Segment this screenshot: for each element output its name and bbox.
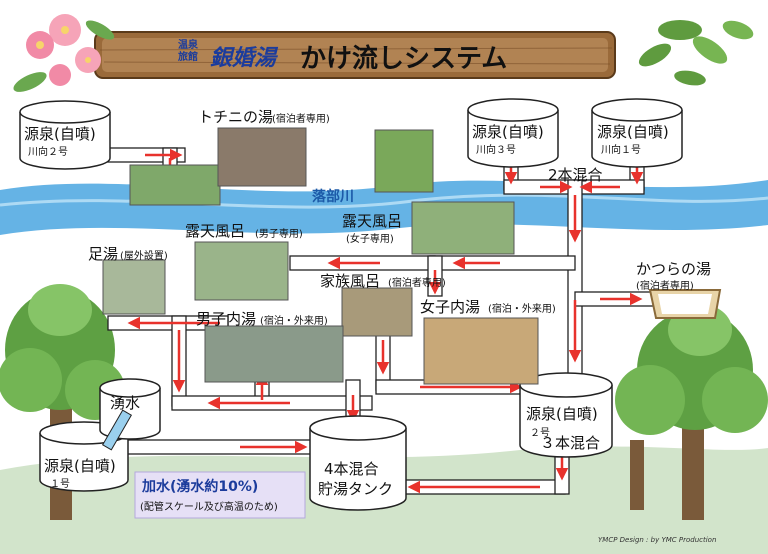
- label-ashiyu: 足湯: [88, 245, 119, 263]
- title-small-bottom: 旅館: [178, 52, 198, 63]
- tank-storage-line2: 貯湯タンク: [318, 480, 394, 498]
- label-family-note: (宿泊者専用): [388, 278, 446, 289]
- photo-roten-women: [411, 201, 515, 255]
- label-water-add: 加水(湧水約10%): [142, 479, 259, 495]
- tank-kawamuki1-name: 源泉(自噴): [597, 123, 669, 141]
- flow-arrows: [127, 148, 644, 494]
- photo-men-inner: [204, 325, 344, 383]
- tank-gensen2-sub: ２号: [530, 428, 550, 439]
- label-ashiyu-note: (屋外設置): [120, 251, 168, 262]
- label-men-inner-note: (宿泊・外来用): [260, 316, 328, 327]
- label-mix2: 2本混合: [548, 166, 603, 184]
- tank-kawamuki3-name: 源泉(自噴): [472, 123, 544, 141]
- tank-gensen2-name: 源泉(自噴): [526, 405, 598, 423]
- tank-kawamuki1: [591, 98, 683, 168]
- tank-kawamuki1-sub: 川向１号: [601, 145, 641, 156]
- credit-text: YMCP Design : by YMC Production: [598, 536, 717, 544]
- tank-storage: [309, 415, 407, 511]
- label-water-add-note: (配管スケール及び高温のため): [140, 502, 278, 513]
- title-banner: [94, 31, 616, 79]
- photos: [102, 127, 539, 385]
- title-main: かけ流しシステム: [300, 44, 508, 74]
- tank-gensen1-name: 源泉(自噴): [44, 457, 116, 475]
- label-tochini: トチニの湯: [198, 108, 274, 126]
- label-roten-men: 露天風呂: [185, 222, 246, 240]
- tank-gensen2: [519, 372, 613, 458]
- label-family: 家族風呂: [320, 272, 381, 290]
- label-roten-women-note: (女子専用): [346, 234, 394, 245]
- plant-decoration: [638, 20, 754, 86]
- tanks: [19, 98, 683, 511]
- photo-ashiyu: [102, 259, 166, 315]
- label-katsura: かつらの湯: [636, 260, 712, 278]
- title-brand: 銀婚湯: [210, 46, 277, 71]
- tank-spring-name: 湧水: [110, 394, 141, 412]
- tank-storage-line1: 4本混合: [324, 460, 379, 478]
- label-women-inner-note: (宿泊・外来用): [488, 304, 556, 315]
- photo-women-inner: [423, 317, 539, 385]
- label-men-inner: 男子内湯: [196, 310, 257, 328]
- label-tochini-note: (宿泊者専用): [272, 114, 330, 125]
- tree-right: [615, 304, 768, 520]
- label-women-inner: 女子内湯: [420, 298, 481, 316]
- photo-roten-men: [194, 241, 289, 301]
- tank-kawamuki2-sub: 川向２号: [28, 147, 68, 158]
- label-roten-women: 露天風呂: [342, 212, 403, 230]
- katsura-bath: [648, 289, 722, 319]
- spring-pipe: [101, 409, 133, 451]
- tank-kawamuki3: [467, 98, 559, 168]
- tank-gensen1-sub: １号: [50, 479, 70, 490]
- label-roten-men-note: (男子専用): [255, 229, 303, 240]
- photo-riverside: [374, 129, 434, 193]
- tank-gensen2-mix: ３本混合: [540, 434, 601, 452]
- photo-tochini-2: [217, 127, 307, 187]
- tank-kawamuki3-sub: 川向３号: [476, 145, 516, 156]
- photo-tochini-1: [129, 164, 221, 206]
- title-small-top: 温泉: [178, 40, 198, 51]
- tank-kawamuki2: [19, 100, 111, 170]
- water-add-box: [134, 471, 306, 519]
- tank-kawamuki2-name: 源泉(自噴): [24, 125, 96, 143]
- label-katsura-note: (宿泊者専用): [636, 281, 694, 292]
- photo-family: [341, 287, 413, 337]
- label-river: 落部川: [312, 189, 354, 205]
- flower-decoration: [13, 14, 115, 92]
